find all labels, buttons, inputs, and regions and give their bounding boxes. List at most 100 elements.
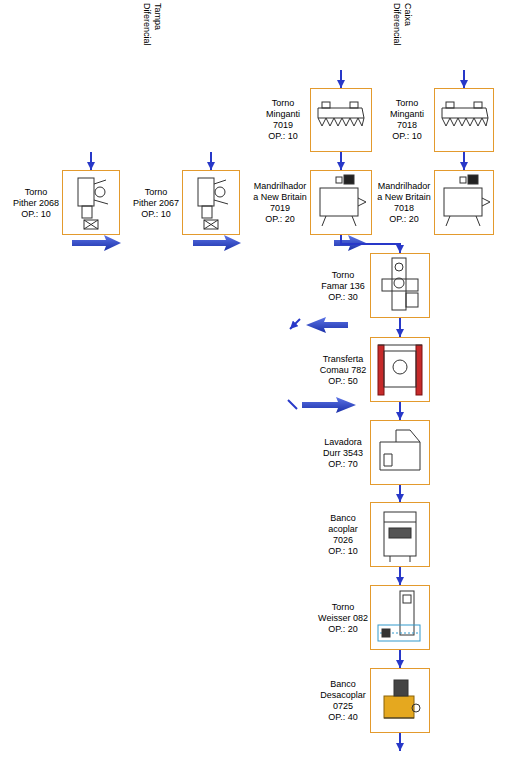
part-heading: Tampa Diferencial [141,3,163,65]
icon-part [444,188,482,216]
operation-number: OP.: 20 [252,214,308,225]
icon-part [198,178,214,206]
machine-name: Transferta Comau 782 [318,353,368,375]
icon-part [214,180,228,204]
machine-name: Mandrilhador a New Britain 7018 [376,181,432,214]
machine-name: Torno Minganti 7019 [258,98,308,131]
machine-box: Banco Desacoplar 0725OP.: 40 [370,668,430,733]
icon-part [350,102,358,108]
icon-part [82,206,92,218]
machine-icon [318,102,364,126]
machine-icon [78,178,108,229]
machine-label: Torno Pither 2068OP.: 10 [12,186,60,219]
icon-part [318,118,364,126]
machine-name: Torno Famar 136 [318,269,368,291]
icon-part [95,187,105,197]
transfer-arrow [72,235,121,251]
machine-name: Banco acoplar 7026 [318,513,368,546]
icon-part [395,263,403,271]
icon-part [378,345,384,395]
machine-name: Torno Weisser 082 [318,601,368,623]
machine-label: Torno Weisser 082OP.: 20 [318,601,368,634]
machine-name: Torno Pither 2067 [132,186,180,208]
flow-arrow [399,567,401,585]
icon-part [202,206,212,218]
side-mark [288,400,297,409]
machine-box: Transferta Comau 782OP.: 50 [370,337,430,402]
icon-part [382,629,390,637]
machine-icons [78,102,490,718]
entry-arrow [210,152,212,170]
icon-part [384,351,416,387]
icon-part [460,177,466,183]
icon-part [204,220,218,229]
icon-part [474,102,482,108]
icon-part [378,345,422,346]
machine-label: Mandrilhador a New Britain 7019OP.: 20 [252,181,308,225]
icon-part [392,258,406,310]
flow-arrow [341,235,400,253]
icon-part [400,591,414,635]
icon-part [380,430,420,470]
machine-box: Banco acoplar 7026OP.: 10 [370,502,430,567]
machine-icon [198,178,228,229]
machine-box: Torno Famar 136OP.: 30 [370,253,430,318]
icon-part [322,216,356,226]
machine-icon [380,430,420,470]
flow-decorations [72,70,464,751]
icon-part [84,220,98,229]
icon-part [344,175,354,184]
machine-box: Torno Minganti 7019OP.: 10 [310,88,372,152]
icon-part [358,198,366,206]
part-heading: Caixa Diferencial [391,3,413,65]
machine-label: Banco acoplar 7026OP.: 10 [318,513,368,557]
icon-part [442,118,488,126]
operation-number: OP.: 20 [376,214,432,225]
machine-label: Torno Minganti 7019OP.: 10 [258,98,308,142]
machine-icon [378,591,420,641]
entry-arrow [340,70,342,88]
transfer-arrow [193,235,241,251]
icon-part [468,175,478,184]
icon-part [384,522,416,562]
machine-label: Transferta Comau 782OP.: 50 [318,353,368,386]
icon-part [320,188,358,216]
entry-arrow [463,70,465,88]
icon-part [318,108,364,118]
machine-label: Lavadora Durr 3543OP.: 70 [318,436,368,469]
machine-box: Lavadora Durr 3543OP.: 70 [370,420,430,485]
machine-box: Mandrilhador a New Britain 7018OP.: 20 [434,170,494,235]
machine-name: Banco Desacoplar 0725 [318,679,368,712]
machine-label: Mandrilhador a New Britain 7018OP.: 20 [376,181,432,225]
icon-part [389,528,411,538]
entry-arrow [90,152,92,170]
icon-part [446,102,454,108]
operation-number: OP.: 20 [318,623,368,634]
machine-icon [384,680,420,718]
flow-arrow [340,152,342,170]
transfer-arrow [302,397,356,413]
operation-number: OP.: 70 [318,458,368,469]
flow-arrow [399,318,401,337]
icon-part [384,696,414,718]
icon-part [378,625,420,641]
flow-arrow [399,485,401,502]
transfer-arrow [306,317,348,333]
operation-number: OP.: 10 [382,131,432,142]
icon-part [382,279,418,291]
machine-box: Torno Pither 2068OP.: 10 [62,170,120,235]
machine-label: Torno Pither 2067OP.: 10 [132,186,180,219]
operation-number: OP.: 10 [318,546,368,557]
icon-part [412,704,420,712]
operation-number: OP.: 10 [12,208,60,219]
icon-part [446,216,480,226]
icon-part [204,220,218,229]
icon-part [384,442,420,466]
icon-part [406,293,418,307]
machine-icon [444,175,490,226]
icon-part [215,187,225,197]
icon-part [78,178,94,206]
machine-icon [378,345,422,395]
icon-part [394,680,408,696]
